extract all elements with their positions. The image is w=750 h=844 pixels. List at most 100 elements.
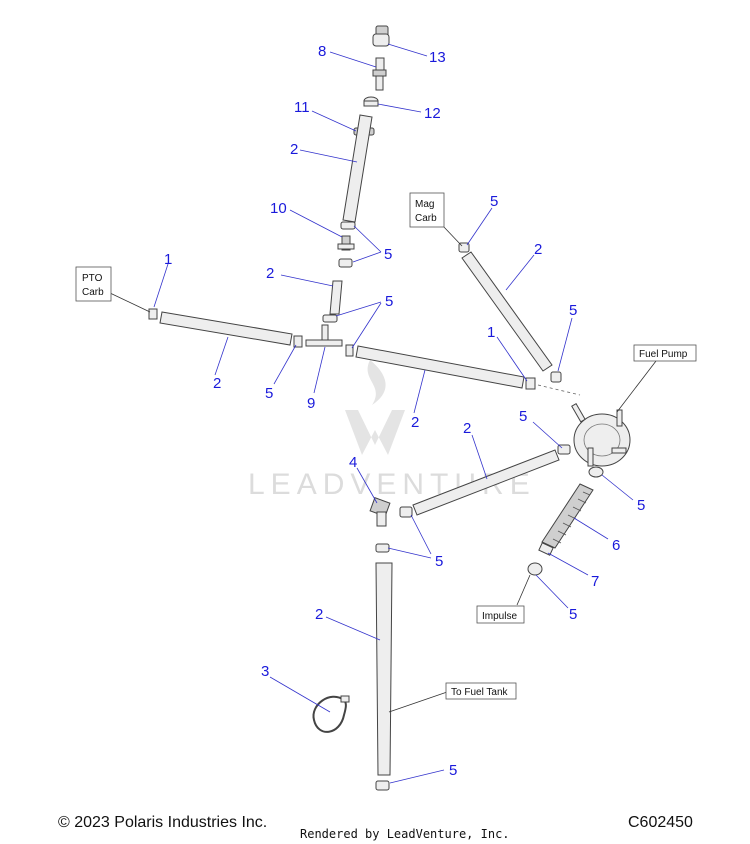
hose-2-mag: [461, 251, 553, 372]
diagram-code: C602450: [628, 814, 693, 831]
callout-2-top: 2: [290, 141, 298, 158]
to-fuel-tank-text: To Fuel Tank: [451, 687, 509, 698]
callout-5-impulse: 5: [569, 606, 577, 623]
callout-2-diag: 2: [463, 420, 471, 437]
callout-2-mag: 2: [534, 241, 542, 258]
left-hose-assembly: [148, 308, 303, 348]
hose-2-center: [355, 345, 525, 389]
mag-line2: Carb: [415, 213, 437, 224]
impulse-box: [476, 605, 525, 624]
connector-8-top: [375, 57, 385, 71]
callout-5-mag: 5: [490, 193, 498, 210]
callout-10: 10: [270, 200, 287, 217]
connector-7: [538, 542, 554, 556]
callout-2-vertical: 2: [315, 606, 323, 623]
fitting-4-stem: [376, 511, 387, 527]
impulse-text: Impulse: [482, 611, 517, 622]
to-fuel-tank-label: To Fuel Tank: [445, 682, 517, 700]
mag-line1: Mag: [415, 199, 434, 210]
callout-5-pump-bottom: 5: [637, 497, 645, 514]
callout-6: 6: [612, 537, 620, 554]
impulse-hose-6: [541, 483, 594, 549]
callout-9: 9: [307, 395, 315, 412]
hose-2-diag: [412, 449, 560, 516]
fuel-pump: [571, 403, 631, 467]
fuel-pump-label: Fuel Pump: [633, 344, 697, 362]
hose-2-vertical: [375, 562, 393, 776]
rendered-by-text: Rendered by LeadVenture, Inc.: [300, 827, 510, 841]
callout-3: 3: [261, 663, 269, 680]
clamp-5-center: [345, 344, 354, 357]
impulse-hose-6-body: [541, 483, 594, 549]
mag-carb-label: Mag Carb: [409, 192, 445, 228]
fuel-pump-text: Fuel Pump: [639, 349, 688, 360]
strap-3-head: [340, 695, 350, 703]
callout-11: 11: [294, 99, 310, 116]
callout-5-mid: 5: [385, 293, 393, 310]
hose-2-left: [159, 311, 293, 346]
clamp-5-bottom: [375, 780, 390, 791]
clamp-5-upper: [340, 221, 356, 230]
tee-9-bar: [305, 339, 343, 347]
callout-5-left: 5: [265, 385, 273, 402]
clamp-5-impulse: [527, 562, 543, 576]
callout-5-pump: 5: [519, 408, 527, 425]
pto-carb-label: PTO Carb: [75, 266, 112, 302]
to-fuel-tank-box: [445, 682, 517, 700]
fitting-4: [369, 497, 391, 527]
watermark-flame-icon: [367, 360, 386, 405]
clamp-5-lower: [338, 258, 353, 268]
pump-barb-3: [611, 447, 627, 454]
pump-barb-4: [587, 447, 594, 467]
dashed-route: [537, 384, 581, 396]
callout-2-center: 2: [411, 414, 419, 431]
clamp-5-fitting: [375, 543, 390, 553]
clamp-5-tee-top: [322, 314, 338, 323]
callout-5-bottom: 5: [449, 762, 457, 779]
watermark-v-icon: [345, 410, 405, 455]
callout-1-right: 1: [487, 324, 495, 341]
hose-2-top: [342, 114, 373, 223]
clamp-5-diag: [399, 506, 413, 518]
pto-line1: PTO: [82, 273, 103, 284]
pump-barb-2: [616, 409, 623, 427]
fuel-pump-face: [583, 423, 621, 457]
callout-8: 8: [318, 43, 326, 60]
pto-carb-box: [75, 266, 112, 302]
clamp-1-right: [525, 377, 536, 390]
clamp-5-pump-bottom: [588, 466, 604, 478]
label-leaders: [109, 225, 657, 713]
clamp-5-right-top: [550, 371, 562, 383]
top-fitting-assembly: [305, 25, 390, 347]
center-hose-assembly: [345, 344, 581, 396]
copyright-text: © 2023 Polaris Industries Inc.: [58, 814, 268, 831]
callout-5-fitting: 5: [435, 553, 443, 570]
callout-5-right-top: 5: [569, 302, 577, 319]
pump-barb-1: [571, 403, 586, 423]
fuel-pump-box: [633, 344, 697, 362]
callout-numbers: 8 13 12 11 2 10 5 2 5 1 2 5 9 2 5 2 5 1 …: [164, 43, 645, 779]
impulse-hose-6-ribs: [552, 491, 591, 544]
mag-carb-box: [409, 192, 445, 228]
callout-1-left: 1: [164, 251, 172, 268]
strap-3: [312, 695, 347, 733]
callout-5-top: 5: [384, 246, 392, 263]
connector-8-ring: [372, 69, 387, 77]
pto-line2: Carb: [82, 287, 104, 298]
connector-10-collar: [337, 243, 355, 250]
hose-2-short: [329, 280, 343, 315]
mag-carb-assembly: [458, 242, 562, 383]
connector-8-stem: [375, 75, 384, 91]
impulse-label: Impulse: [476, 605, 525, 624]
callout-leaders: [153, 43, 634, 784]
clamp-12-band: [363, 100, 379, 107]
callout-4: 4: [349, 454, 357, 471]
callout-2-left: 2: [213, 375, 221, 392]
callout-2-mid: 2: [266, 265, 274, 282]
callout-7: 7: [591, 573, 599, 590]
clamp-5-left: [293, 335, 303, 348]
fitting-13: [372, 33, 390, 47]
connector-10: [341, 235, 351, 251]
callout-12: 12: [424, 105, 441, 122]
